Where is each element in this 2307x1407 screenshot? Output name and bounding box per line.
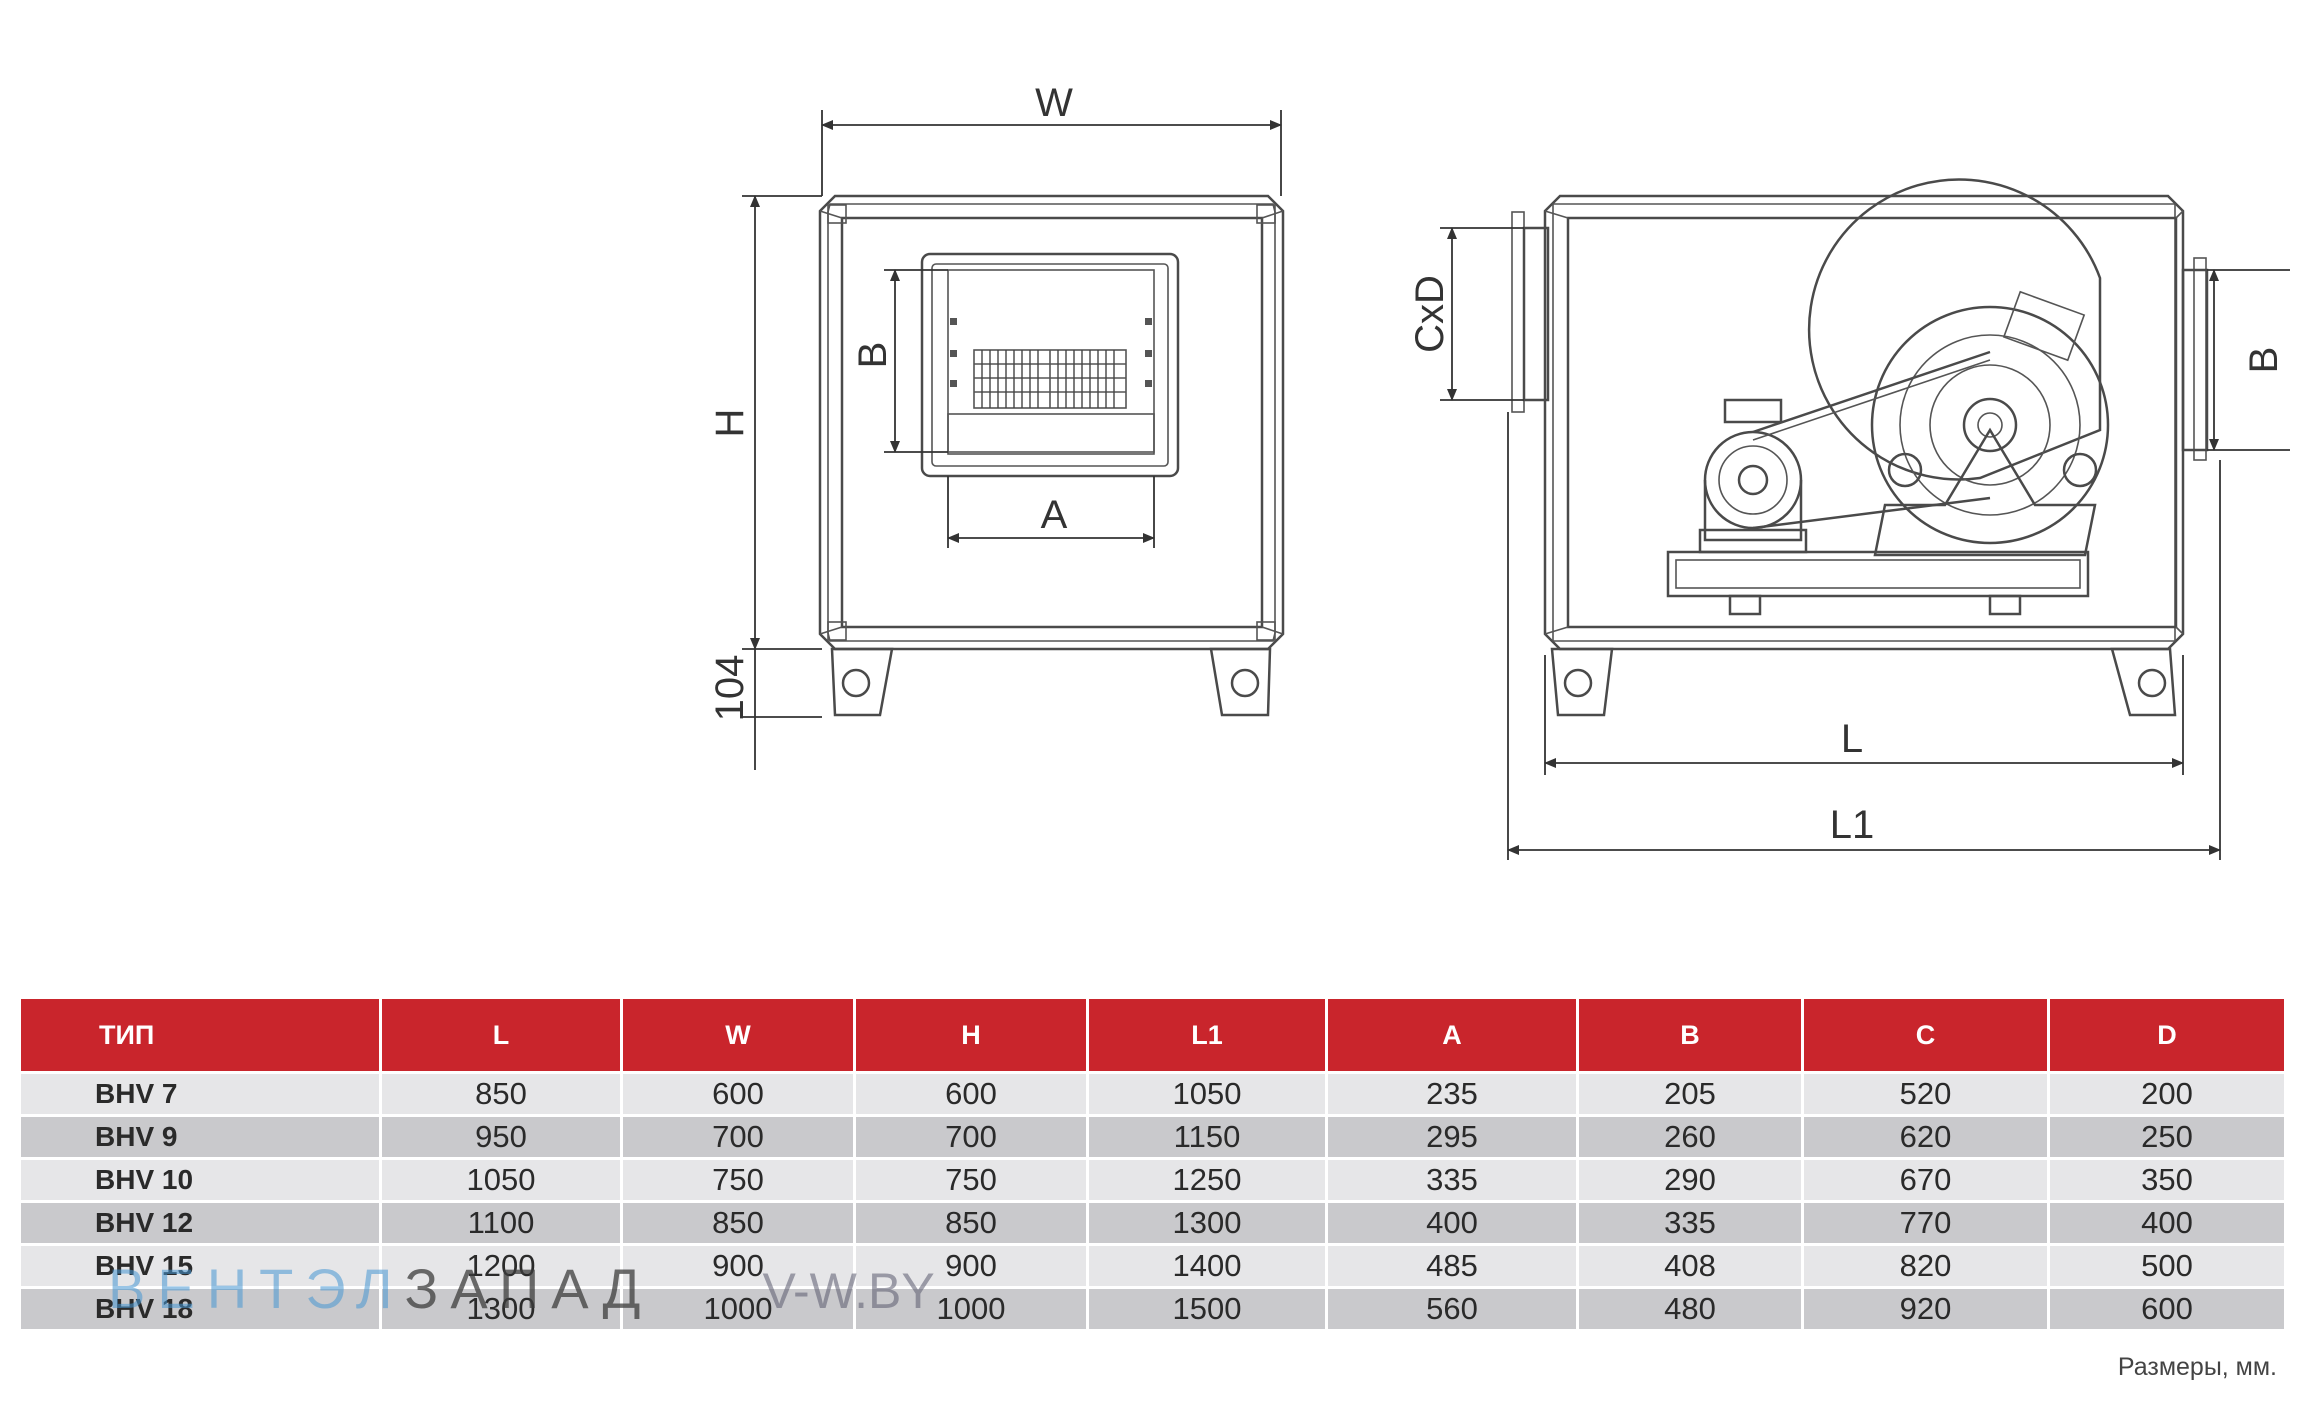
cell-l1: 1400 (1089, 1246, 1325, 1286)
cell-a: 295 (1328, 1117, 1576, 1157)
header-l: L (382, 999, 620, 1071)
cell-h: 600 (856, 1074, 1086, 1114)
cell-a: 400 (1328, 1203, 1576, 1243)
dim-label-l1: L1 (1830, 803, 1875, 847)
cell-c: 770 (1804, 1203, 2047, 1243)
header-a: A (1328, 999, 1576, 1071)
header-c: C (1804, 999, 2047, 1071)
cell-h: 850 (856, 1203, 1086, 1243)
header-d: D (2050, 999, 2284, 1071)
header-l1: L1 (1089, 999, 1325, 1071)
cell-l1: 1150 (1089, 1117, 1325, 1157)
cell-a: 235 (1328, 1074, 1576, 1114)
cell-b: 290 (1579, 1160, 1801, 1200)
cell-w: 700 (623, 1117, 853, 1157)
side-view: CxD B L L1 (1408, 178, 2290, 860)
cell-l: 1300 (382, 1289, 620, 1329)
table-row: BHV 12 1100 850 850 1300 400 335 770 400 (21, 1203, 2284, 1243)
cell-d: 250 (2050, 1117, 2284, 1157)
cell-d: 500 (2050, 1246, 2284, 1286)
dim-label-l: L (1841, 717, 1863, 761)
cell-d: 400 (2050, 1203, 2284, 1243)
cell-b: 335 (1579, 1203, 1801, 1243)
table-header-row: ТИП L W H L1 A B C D (21, 999, 2284, 1071)
cell-c: 520 (1804, 1074, 2047, 1114)
table-row: BHV 9 950 700 700 1150 295 260 620 250 (21, 1117, 2284, 1157)
watermark-part3: V-W.BY (762, 1263, 935, 1319)
cell-d: 200 (2050, 1074, 2284, 1114)
dim-label-w: W (1035, 81, 1073, 125)
cell-b: 408 (1579, 1246, 1801, 1286)
table-row: BHV 10 1050 750 750 1250 335 290 670 350 (21, 1160, 2284, 1200)
cell-c: 670 (1804, 1160, 2047, 1200)
cell-a: 485 (1328, 1246, 1576, 1286)
cell-l1: 1300 (1089, 1203, 1325, 1243)
cell-type: BHV 10 (21, 1160, 379, 1200)
cell-h: 1000 (856, 1289, 1086, 1329)
cell-l: 950 (382, 1117, 620, 1157)
cell-type: BHV 12 (21, 1203, 379, 1243)
cell-l: 1050 (382, 1160, 620, 1200)
cell-l: 1100 (382, 1203, 620, 1243)
front-view: W H 104 A B (708, 81, 1285, 770)
dim-label-h: H (708, 409, 752, 438)
header-w: W (623, 999, 853, 1071)
watermark-part1: ВЕНТЭЛ (108, 1257, 405, 1320)
cell-l1: 1500 (1089, 1289, 1325, 1329)
cell-l1: 1250 (1089, 1160, 1325, 1200)
dim-label-a: A (1041, 493, 1068, 537)
cell-type: BHV 15 (21, 1246, 379, 1286)
header-b: B (1579, 999, 1801, 1071)
cell-type: BHV 9 (21, 1117, 379, 1157)
table-row: BHV 18 1300 1000 1000 1500 560 480 920 6… (21, 1289, 2284, 1329)
cell-type: BHV 7 (21, 1074, 379, 1114)
cell-a: 560 (1328, 1289, 1576, 1329)
table-row: BHV 7 850 600 600 1050 235 205 520 200 (21, 1074, 2284, 1114)
cell-a: 335 (1328, 1160, 1576, 1200)
cell-h: 750 (856, 1160, 1086, 1200)
units-note: Размеры, мм. (2117, 1353, 2277, 1381)
cell-w: 1000 (623, 1289, 853, 1329)
header-h: H (856, 999, 1086, 1071)
cell-l1: 1050 (1089, 1074, 1325, 1114)
cell-d: 600 (2050, 1289, 2284, 1329)
header-type: ТИП (21, 999, 379, 1071)
watermark: ВЕНТЭЛЗАПАД V-W.BY (108, 1256, 935, 1321)
dimensions-table: ТИП L W H L1 A B C D BHV 7 850 600 600 1… (18, 996, 2287, 1332)
cell-w: 900 (623, 1246, 853, 1286)
dim-label-cxd: CxD (1408, 275, 1452, 353)
cell-d: 350 (2050, 1160, 2284, 1200)
dim-label-104: 104 (708, 655, 752, 722)
table-row: BHV 15 1200 900 900 1400 485 408 820 500 (21, 1246, 2284, 1286)
cell-w: 850 (623, 1203, 853, 1243)
cell-b: 205 (1579, 1074, 1801, 1114)
cell-type: BHV 18 (21, 1289, 379, 1329)
dim-label-b-side: B (2242, 347, 2286, 374)
cell-h: 900 (856, 1246, 1086, 1286)
watermark-part2: ЗАПАД (404, 1257, 653, 1320)
cell-c: 920 (1804, 1289, 2047, 1329)
cell-h: 700 (856, 1117, 1086, 1157)
cell-l: 850 (382, 1074, 620, 1114)
cell-w: 750 (623, 1160, 853, 1200)
cell-b: 260 (1579, 1117, 1801, 1157)
cell-w: 600 (623, 1074, 853, 1114)
cell-c: 820 (1804, 1246, 2047, 1286)
cell-b: 480 (1579, 1289, 1801, 1329)
cell-l: 1200 (382, 1246, 620, 1286)
cell-c: 620 (1804, 1117, 2047, 1157)
dim-label-b-front: B (851, 342, 895, 369)
technical-drawing: W H 104 A B (708, 81, 2290, 860)
